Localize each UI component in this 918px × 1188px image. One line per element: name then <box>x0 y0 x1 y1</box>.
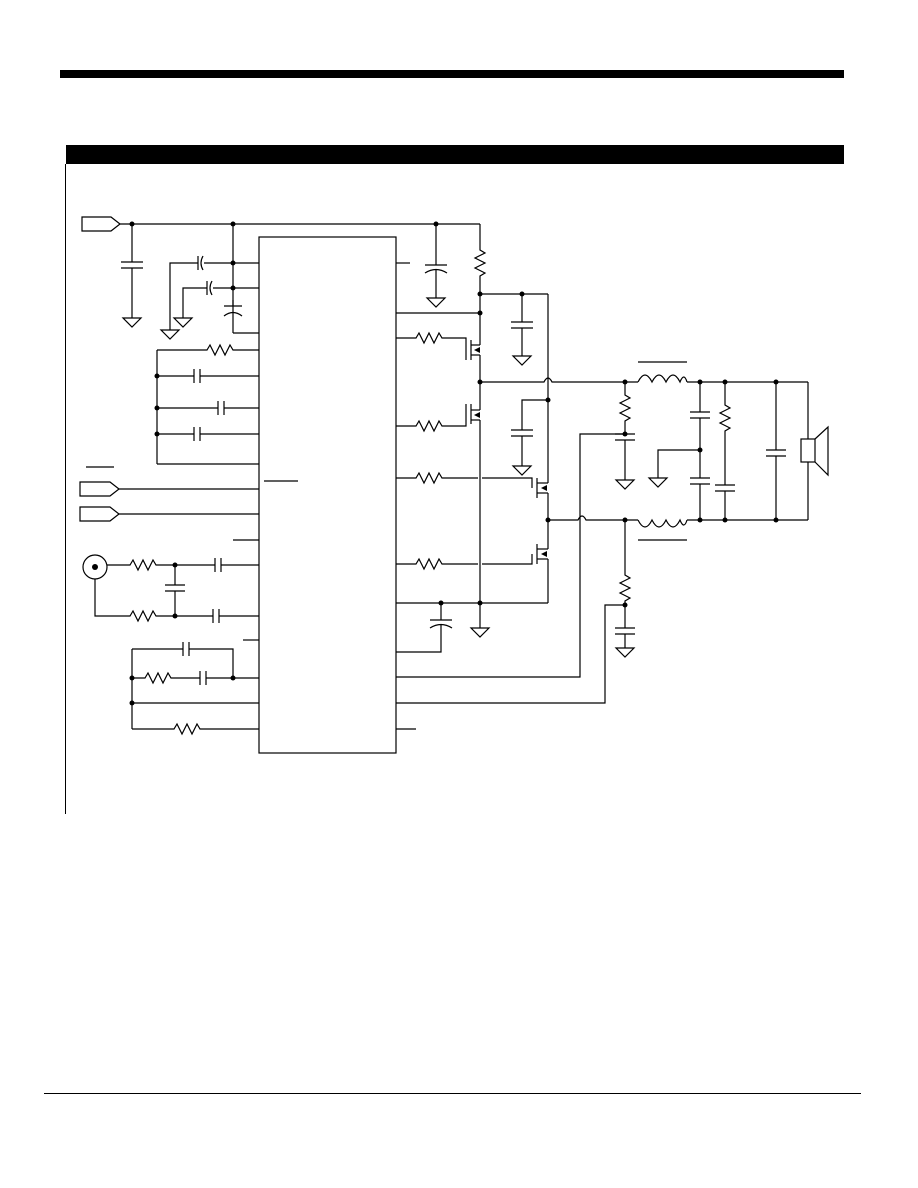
ground-icon <box>615 639 635 658</box>
feedback-line-b <box>396 604 625 704</box>
capacitor <box>157 369 259 383</box>
gate-resistor-4 <box>396 554 533 571</box>
zobel-network <box>715 382 735 520</box>
bypass-cap-3 <box>223 300 243 317</box>
filter-cap-top <box>657 382 710 470</box>
junction-dots <box>129 221 779 706</box>
snubber-bottom <box>615 520 635 640</box>
mosfet-high-side-2 <box>536 294 549 520</box>
speaker-icon <box>800 438 816 463</box>
ground-icon <box>426 289 446 308</box>
mosfet-low-side-2 <box>536 520 549 603</box>
mosfet-high-side-1 <box>470 294 481 382</box>
control-connector-2 <box>79 506 120 522</box>
capacitor <box>511 399 548 458</box>
output-node-b <box>548 515 638 521</box>
resistor <box>157 343 259 357</box>
feedback-line-a <box>396 433 625 678</box>
header-rule <box>60 70 844 78</box>
mosfet-low-side-1 <box>470 382 481 603</box>
ground-icon <box>512 347 532 366</box>
gate-resistor-1 <box>396 331 467 360</box>
ground-icon <box>173 309 193 328</box>
gate-resistor-3 <box>396 471 533 488</box>
ground-icon <box>648 469 668 488</box>
section-title-bar <box>66 145 844 164</box>
ground-icon <box>615 471 635 490</box>
filter-cap-bottom <box>690 450 710 520</box>
comp-network <box>132 671 259 685</box>
resistor <box>132 722 259 736</box>
ground-icon <box>122 309 142 328</box>
capacitor <box>165 565 185 616</box>
pullup-resistor <box>473 224 487 294</box>
output-capacitor <box>766 382 786 520</box>
ic-body <box>258 236 397 754</box>
output-node-a <box>480 377 638 383</box>
filter-inductor-top <box>637 374 688 384</box>
ground-icon <box>470 619 490 638</box>
input-network-1 <box>107 558 259 572</box>
capacitor <box>157 401 259 415</box>
capacitor <box>157 427 259 441</box>
footer-rule <box>44 1093 861 1094</box>
comp-capacitor <box>132 642 234 678</box>
ground-icon <box>512 457 532 476</box>
figure-frame-left <box>65 164 66 814</box>
bypass-cap-1 <box>169 255 233 322</box>
control-connector-1 <box>79 481 120 497</box>
snubber-top <box>615 382 635 472</box>
capacitor <box>396 603 453 653</box>
ground-icon <box>160 321 180 340</box>
bypass-cap-2 <box>182 280 233 310</box>
gate-resistor-2 <box>396 404 467 433</box>
supply-connector <box>81 216 121 232</box>
filter-inductor-bottom <box>637 518 688 528</box>
input-network-2 <box>94 579 259 623</box>
bridge-bypass-cap <box>511 294 533 348</box>
